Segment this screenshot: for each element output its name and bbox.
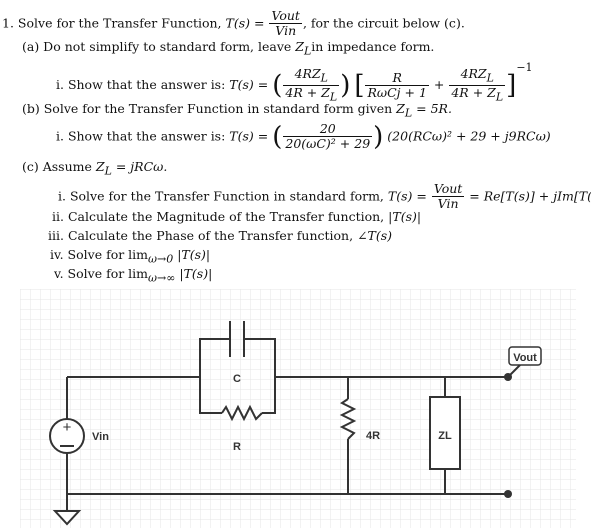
tf-symbol: T(s) = [225, 15, 265, 31]
fraction-numerator: Vout [431, 181, 465, 198]
roman-numeral: v. [54, 266, 64, 281]
fraction-r: R RωCj + 1 [365, 70, 429, 101]
voltage-source-symbol [49, 418, 85, 454]
fraction-denominator: 20(ωC)² + 29 [285, 136, 371, 152]
roman-numeral: iii. [48, 228, 64, 243]
item-text: Solve for the Transfer Function in stand… [69, 188, 384, 204]
vout-label: Vout [513, 352, 537, 364]
part-b-tail: (20(RCω)² + 29 + j9RCω) [387, 128, 551, 144]
zl-impedance-box [429, 396, 461, 470]
resistor-4r-symbol [339, 398, 357, 440]
fraction-numerator: R [365, 70, 429, 86]
part-a-text: (a) Do not simplify to standard form, le… [22, 39, 292, 54]
wire-cap-right [244, 338, 276, 377]
part-a-item-i: i. Show that the answer is: T(s) = ( 4RZ… [56, 61, 533, 104]
item-text: Solve for lim [67, 247, 149, 262]
capacitor-symbol [229, 321, 245, 357]
part-c-text: (c) Assume [22, 159, 92, 174]
wire-res-left [199, 377, 222, 414]
roman-numeral: iv. [50, 247, 64, 262]
zl-subscript: L [104, 164, 112, 178]
item-math: ∠T(s) [357, 228, 393, 243]
limit-subscript: ω→0 [148, 252, 174, 266]
part-c-item-v: v. Solve for limω→∞ |T(s)| [54, 266, 213, 285]
circuit-wires [66, 338, 508, 511]
tf-symbol: T(s) = [229, 77, 269, 92]
item-math: |T(s)| [177, 247, 211, 262]
fraction-20: 20 20(ωC)² + 29 [283, 121, 373, 152]
item-math: |T(s)| [388, 209, 422, 224]
part-b-label: (b) Solve for the Transfer Function in s… [22, 101, 452, 120]
resistor-4r-label: 4R [366, 430, 380, 442]
part-c-item-iii: iii. Calculate the Phase of the Transfer… [48, 228, 393, 243]
roman-numeral: i. [58, 188, 66, 204]
subscript: L [320, 71, 328, 85]
vout-label-box [508, 346, 542, 366]
problem-line-1: 1. Solve for the Transfer Function, T(s)… [2, 8, 465, 39]
part-c-assume: = jRCω. [115, 159, 168, 174]
fraction-denominator: Vin [437, 196, 459, 212]
resistor-symbol [221, 404, 263, 422]
item-math: |T(s)| [179, 266, 213, 281]
rhs-expression: = Re[T(s)] + jIm[T(s)] [469, 188, 591, 204]
fraction-denominator: 4R + Z [451, 85, 496, 100]
capacitor-label: C [233, 373, 241, 385]
item-text: Calculate the Phase of the Transfer func… [67, 228, 354, 243]
wire-res-right [262, 377, 276, 414]
limit-subscript: ω→∞ [148, 271, 176, 285]
part-b-given: = 5R. [416, 101, 452, 116]
subscript: L [486, 71, 494, 85]
grid-background [20, 289, 576, 528]
fraction-numerator: Vout [269, 8, 302, 25]
source-plus: + [63, 419, 72, 436]
fraction-numerator: 4RZ [294, 65, 321, 81]
part-a-item-text: i. Show that the answer is: [56, 77, 226, 92]
fraction-denominator: 4R + Z [285, 85, 330, 100]
fraction-4rzl-2: 4RZL 4R + ZL [449, 65, 506, 104]
fraction-numerator: 20 [283, 121, 373, 138]
part-c-label: (c) Assume ZL = jRCω. [22, 159, 168, 178]
tf-symbol: T(s) = [229, 128, 269, 144]
fraction-4rzl: 4RZL 4R + ZL [283, 65, 340, 104]
tf-symbol: T(s) = [387, 188, 427, 204]
plus-sign: + [433, 77, 445, 92]
subscript: L [495, 90, 504, 104]
part-c-item-ii: ii. Calculate the Magnitude of the Trans… [52, 209, 422, 224]
vout-vin-fraction: Vout Vin [269, 8, 302, 39]
circuit-diagram: C R 4R ZL + Vin Vout [20, 289, 576, 528]
part-b-item-i: i. Show that the answer is: T(s) = ( 20 … [56, 121, 551, 152]
zl-subscript: L [404, 106, 413, 120]
output-terminal-bottom [504, 490, 512, 498]
part-a-tail: in impedance form. [311, 39, 435, 54]
zl-symbol: Z [95, 159, 105, 174]
problem-intro: Solve for the Transfer Function, [17, 15, 222, 31]
problem-number: 1. [2, 15, 14, 31]
zl-symbol: Z [396, 101, 405, 116]
zl-symbol: Z [295, 39, 304, 54]
roman-numeral: ii. [52, 209, 64, 224]
problem-intro-tail: , for the circuit below (c). [302, 15, 465, 31]
exponent: −1 [516, 61, 533, 74]
part-a-label: (a) Do not simplify to standard form, le… [22, 39, 435, 58]
part-b-item-text: i. Show that the answer is: [56, 128, 226, 144]
fraction-numerator: 4RZ [460, 65, 487, 81]
fraction-denominator: RωCj + 1 [367, 85, 427, 100]
part-b-text: (b) Solve for the Transfer Function in s… [22, 101, 393, 116]
zl-subscript: L [303, 44, 312, 58]
subscript: L [329, 90, 338, 104]
fraction-denominator: Vin [275, 23, 297, 39]
source-label: Vin [92, 431, 109, 443]
resistor-label: R [233, 441, 241, 453]
part-c-item-iv: iv. Solve for limω→0 |T(s)| [50, 247, 211, 266]
part-c-item-i: i. Solve for the Transfer Function in st… [58, 181, 591, 212]
wire-cap-left [199, 338, 230, 377]
item-text: Calculate the Magnitude of the Transfer … [67, 209, 385, 224]
ground-icon [52, 510, 82, 526]
vout-vin-fraction: Vout Vin [431, 181, 465, 212]
item-text: Solve for lim [67, 266, 149, 281]
zl-label: ZL [438, 430, 452, 442]
